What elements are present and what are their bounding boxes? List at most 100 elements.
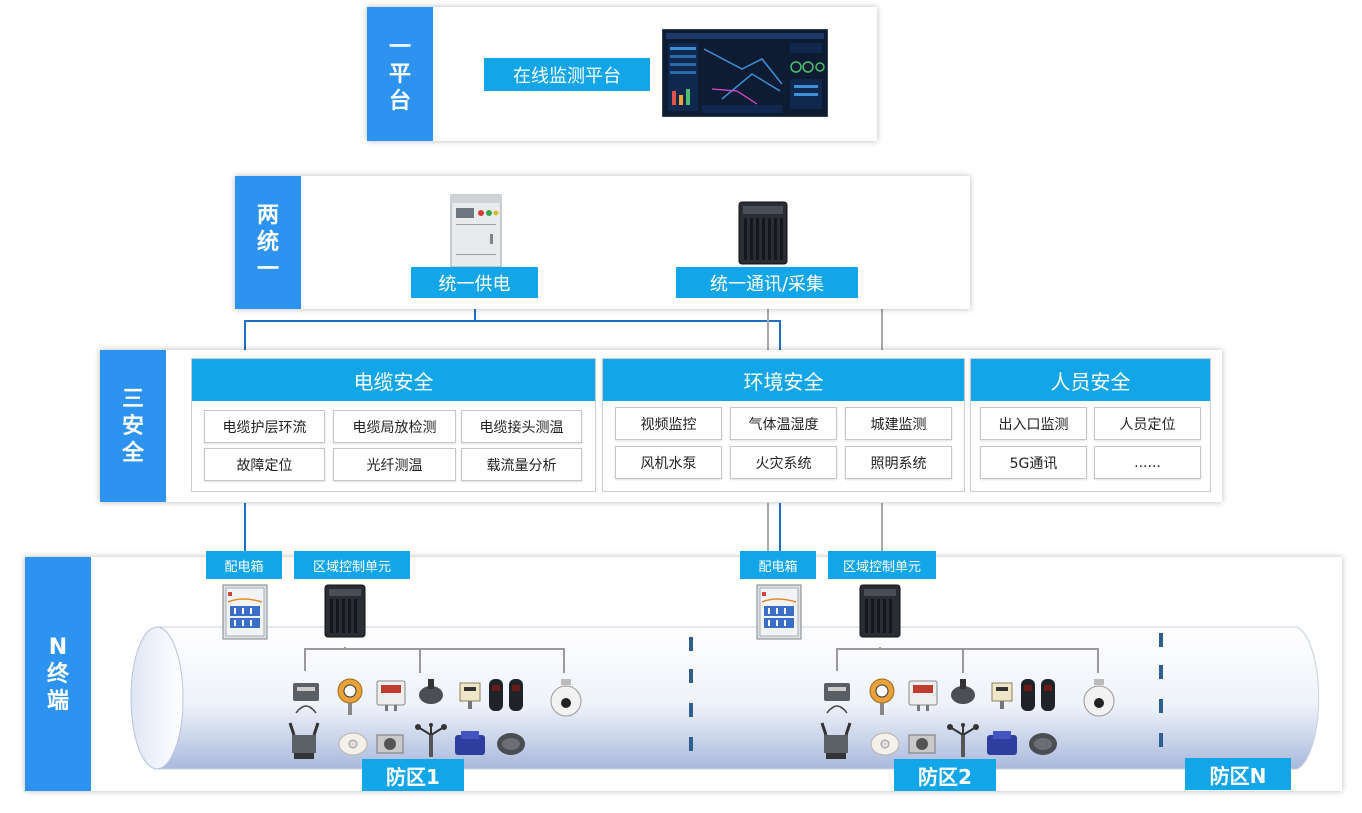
zone-separator	[1159, 733, 1163, 747]
personnel-safety-group: 人员安全 出入口监测 人员定位 5G通讯 ......	[970, 358, 1211, 492]
level-sensor-icon	[948, 677, 978, 711]
platform-side-title: 一 平 台	[367, 7, 433, 141]
cable-item: 电缆护层环流	[204, 410, 325, 443]
anemometer-icon	[414, 723, 448, 763]
water-sensor-icon	[989, 681, 1015, 715]
zone-separator	[1159, 633, 1163, 647]
connector-line	[767, 309, 769, 350]
water-sensor-icon	[457, 681, 483, 715]
side-title-char: 台	[388, 88, 411, 114]
cover-lock-icon	[1027, 731, 1059, 761]
cover-lock-icon	[495, 731, 527, 761]
wireless-gateway-icon	[291, 681, 321, 719]
level-sensor-icon	[416, 677, 446, 711]
zone-label: 防区1	[362, 759, 464, 791]
power-cabinet-icon	[450, 194, 502, 268]
zone-label: 防区N	[1185, 758, 1291, 790]
connector-line	[881, 309, 883, 350]
cable-item: 电缆接头测温	[461, 410, 582, 443]
cable-item: 故障定位	[204, 448, 325, 481]
environment-item: 照明系统	[845, 446, 952, 479]
zone-label: 防区2	[894, 759, 996, 791]
environment-safety-title: 环境安全	[603, 359, 964, 401]
personnel-item: ......	[1094, 446, 1201, 479]
cable-item: 载流量分析	[461, 448, 582, 481]
tunnel-pipe	[129, 625, 1325, 771]
connector-line	[244, 320, 781, 322]
alarm-horn-icon	[907, 729, 939, 761]
dome-camera-icon	[549, 679, 583, 725]
zone-separator	[689, 737, 693, 751]
control-unit-icon	[323, 583, 367, 643]
side-title-char: 一	[256, 257, 279, 282]
zone-separator	[1159, 699, 1163, 713]
pump-controller-icon	[985, 729, 1019, 761]
control-unit-label: 区域控制单元	[828, 551, 936, 579]
distribution-box-label: 配电箱	[206, 551, 282, 579]
side-title-char: 三	[121, 386, 144, 412]
cable-safety-group: 电缆安全 电缆护层环流 电缆局放检测 电缆接头测温 故障定位 光纤测温 载流量分…	[191, 358, 596, 492]
distribution-box-label: 配电箱	[740, 551, 816, 579]
side-title-char: 统	[256, 230, 279, 255]
side-title-char: 两	[256, 203, 279, 228]
environment-item: 气体温湿度	[730, 407, 837, 440]
side-title-char: 端	[46, 688, 69, 714]
gas-detector-icon	[335, 677, 365, 721]
environment-item: 火灾系统	[730, 446, 837, 479]
platform-panel: 一 平 台 在线监测平台	[367, 7, 877, 141]
unified-panel: 两 统 一 统一供电	[235, 176, 970, 309]
anemometer-icon	[946, 723, 980, 763]
environment-item: 风机水泵	[615, 446, 722, 479]
collector-device-icon	[737, 200, 789, 266]
side-title-char: N	[48, 634, 68, 660]
cable-item: 电缆局放检测	[333, 410, 456, 443]
zone-separator	[1159, 665, 1163, 679]
infrared-beam-icon	[1019, 677, 1059, 717]
comm-label: 统一通讯/采集	[676, 267, 858, 298]
alarm-horn-icon	[375, 729, 407, 761]
side-title-char: 平	[388, 61, 411, 87]
safety-panel: 三 安 全 电缆安全 电缆护层环流 电缆局放检测 电缆接头测温 故障定位 光纤测…	[100, 350, 1222, 502]
manhole-cover-sensor-icon	[820, 721, 852, 765]
platform-label: 在线监测平台	[484, 58, 650, 91]
connector-line	[474, 309, 476, 321]
side-title-char: 安	[121, 413, 144, 439]
smoke-detector-icon	[869, 731, 901, 761]
terminal-side-title: N 终 端	[25, 557, 91, 791]
wireless-gateway-icon	[822, 681, 852, 719]
sensor-bus-line	[836, 647, 1102, 691]
side-title-char: 终	[46, 661, 69, 687]
smoke-detector-icon	[337, 731, 369, 761]
environment-safety-group: 环境安全 视频监控 气体温湿度 城建监测 风机水泵 火灾系统 照明系统	[602, 358, 965, 492]
unified-side-title: 两 统 一	[235, 176, 301, 309]
cable-safety-title: 电缆安全	[192, 359, 595, 401]
pump-controller-icon	[453, 729, 487, 761]
distribution-box-icon	[756, 584, 802, 644]
connector-line	[779, 320, 781, 350]
dome-camera-icon	[1082, 679, 1116, 725]
temp-humidity-sensor-icon	[375, 679, 407, 717]
control-unit-label: 区域控制单元	[294, 551, 410, 579]
safety-side-title: 三 安 全	[100, 350, 166, 502]
side-title-char: 全	[121, 440, 144, 466]
temp-humidity-sensor-icon	[907, 679, 939, 717]
gas-detector-icon	[867, 677, 897, 721]
connector-line	[881, 503, 883, 551]
control-unit-icon	[858, 583, 902, 643]
zone-separator	[689, 669, 693, 683]
manhole-cover-sensor-icon	[288, 721, 320, 765]
connector-line	[767, 503, 769, 551]
sensor-bus-line	[304, 647, 570, 691]
cable-item: 光纤测温	[333, 448, 456, 481]
connector-line	[244, 320, 246, 350]
distribution-box-icon	[222, 584, 268, 644]
environment-item: 视频监控	[615, 407, 722, 440]
connector-line	[779, 503, 781, 551]
side-title-char: 一	[388, 34, 411, 60]
connector-line	[244, 503, 246, 551]
infrared-beam-icon	[487, 677, 527, 717]
zone-separator	[689, 637, 693, 651]
zone-separator	[689, 703, 693, 717]
personnel-item: 出入口监测	[980, 407, 1087, 440]
environment-item: 城建监测	[845, 407, 952, 440]
